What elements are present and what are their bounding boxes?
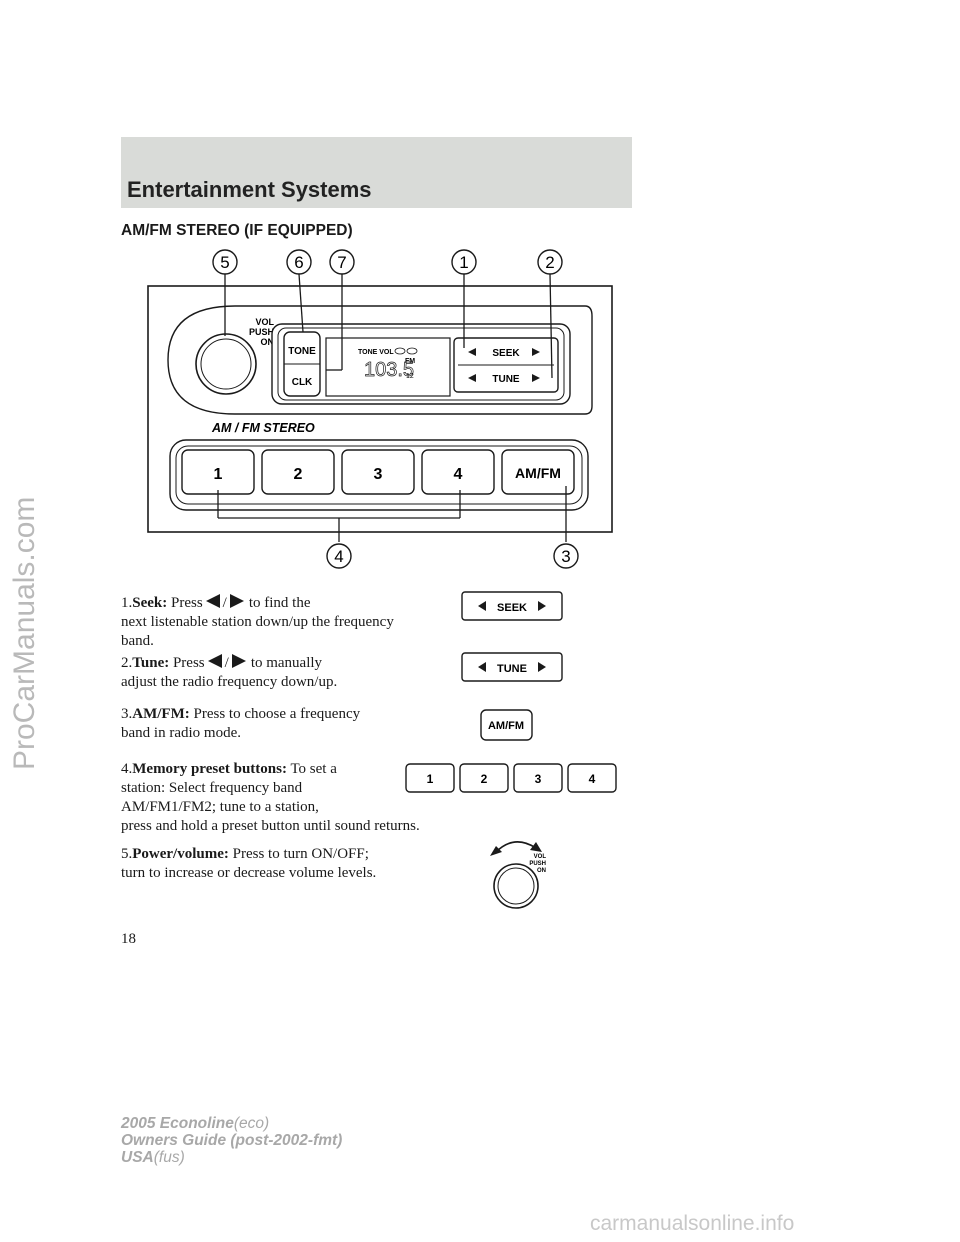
svg-text:PUSH: PUSH — [529, 861, 546, 867]
clk-label: CLK — [292, 377, 313, 388]
knob-label-push: PUSH — [249, 327, 274, 337]
diagram-seek-label: SEEK — [492, 348, 520, 359]
preset-label-3: 3 — [374, 466, 383, 483]
watermark-bottom: carmanualsonline.info — [590, 1212, 795, 1235]
display-tone-vol: TONE VOL — [358, 349, 394, 356]
volume-knob-icon: VOL PUSH ON — [490, 841, 547, 909]
tune-button-icon: TUNE — [461, 652, 563, 682]
preset-label-4: 4 — [454, 466, 463, 483]
svg-text:SEEK: SEEK — [497, 602, 527, 614]
model-label: AM / FM STEREO — [211, 421, 315, 435]
callout-6: 6 — [294, 253, 303, 272]
item-amfm: 3.AM/FM: Press to choose a frequency ban… — [121, 706, 361, 741]
callout-5: 5 — [220, 253, 229, 272]
svg-text:ON: ON — [537, 868, 546, 874]
amfm-label: AM/FM — [515, 465, 561, 481]
item-memory-preset-continued: press and hold a preset button until sou… — [121, 818, 420, 834]
section-title: AM/FM STEREO (IF EQUIPPED) — [121, 222, 353, 239]
knob-label-vol: VOL — [255, 317, 274, 327]
left-arrow-icon — [207, 654, 222, 668]
right-arrow-icon — [229, 594, 244, 608]
preset-button-3 — [341, 449, 415, 495]
right-arrow-icon — [231, 654, 246, 668]
preset-label-2: 2 — [294, 466, 303, 483]
svg-text:VOL: VOL — [534, 854, 547, 860]
display-band: FM — [405, 358, 415, 365]
document-footer: 2005 Econoline(eco) Owners Guide (post-2… — [121, 1115, 343, 1166]
callout-7: 7 — [337, 253, 346, 272]
preset-button-2 — [261, 449, 335, 495]
svg-text:3: 3 — [535, 772, 542, 786]
volume-knob-inner — [200, 338, 252, 390]
item-seek: 1.Seek: Press/to find the next listenabl… — [121, 594, 394, 649]
lcd-display — [325, 337, 451, 397]
radio-diagram: VOL PUSH ON TONE CLK TONE VOL 103.5 FM 1… — [147, 249, 613, 569]
diagram-tune-label: TUNE — [492, 374, 520, 385]
callout-1: 1 — [459, 253, 468, 272]
upper-tray — [167, 305, 593, 415]
svg-text:1: 1 — [427, 772, 434, 786]
page-header-title: Entertainment Systems — [127, 177, 372, 202]
preset-buttons-icon: 1 2 3 4 — [405, 763, 617, 793]
callout-4: 4 — [334, 547, 343, 566]
display-preset: 12 — [406, 373, 414, 380]
tone-label: TONE — [288, 346, 316, 357]
item-power-volume: 5.Power/volume: Press to turn ON/OFF; tu… — [121, 846, 377, 881]
item-tune: 2.Tune: Press/to manually adjust the rad… — [121, 654, 338, 690]
amfm-button-icon: AM/FM — [480, 709, 533, 741]
seek-button-icon: SEEK — [461, 591, 563, 621]
page-number: 18 — [121, 931, 136, 947]
callout-3: 3 — [561, 547, 570, 566]
left-arrow-icon — [205, 594, 220, 608]
svg-text:4: 4 — [589, 772, 596, 786]
header-band — [121, 137, 632, 208]
callout-2: 2 — [545, 253, 554, 272]
svg-text:2: 2 — [481, 772, 488, 786]
preset-label-1: 1 — [214, 466, 223, 483]
amfm-button — [501, 449, 575, 495]
item-memory-preset: 4.Memory preset buttons: To set a statio… — [121, 761, 337, 815]
svg-text:TUNE: TUNE — [497, 663, 527, 675]
preset-button-4 — [421, 449, 495, 495]
svg-text:AM/FM: AM/FM — [488, 720, 524, 732]
knob-label-on: ON — [261, 337, 275, 347]
display-frequency: 103.5 — [364, 359, 414, 381]
